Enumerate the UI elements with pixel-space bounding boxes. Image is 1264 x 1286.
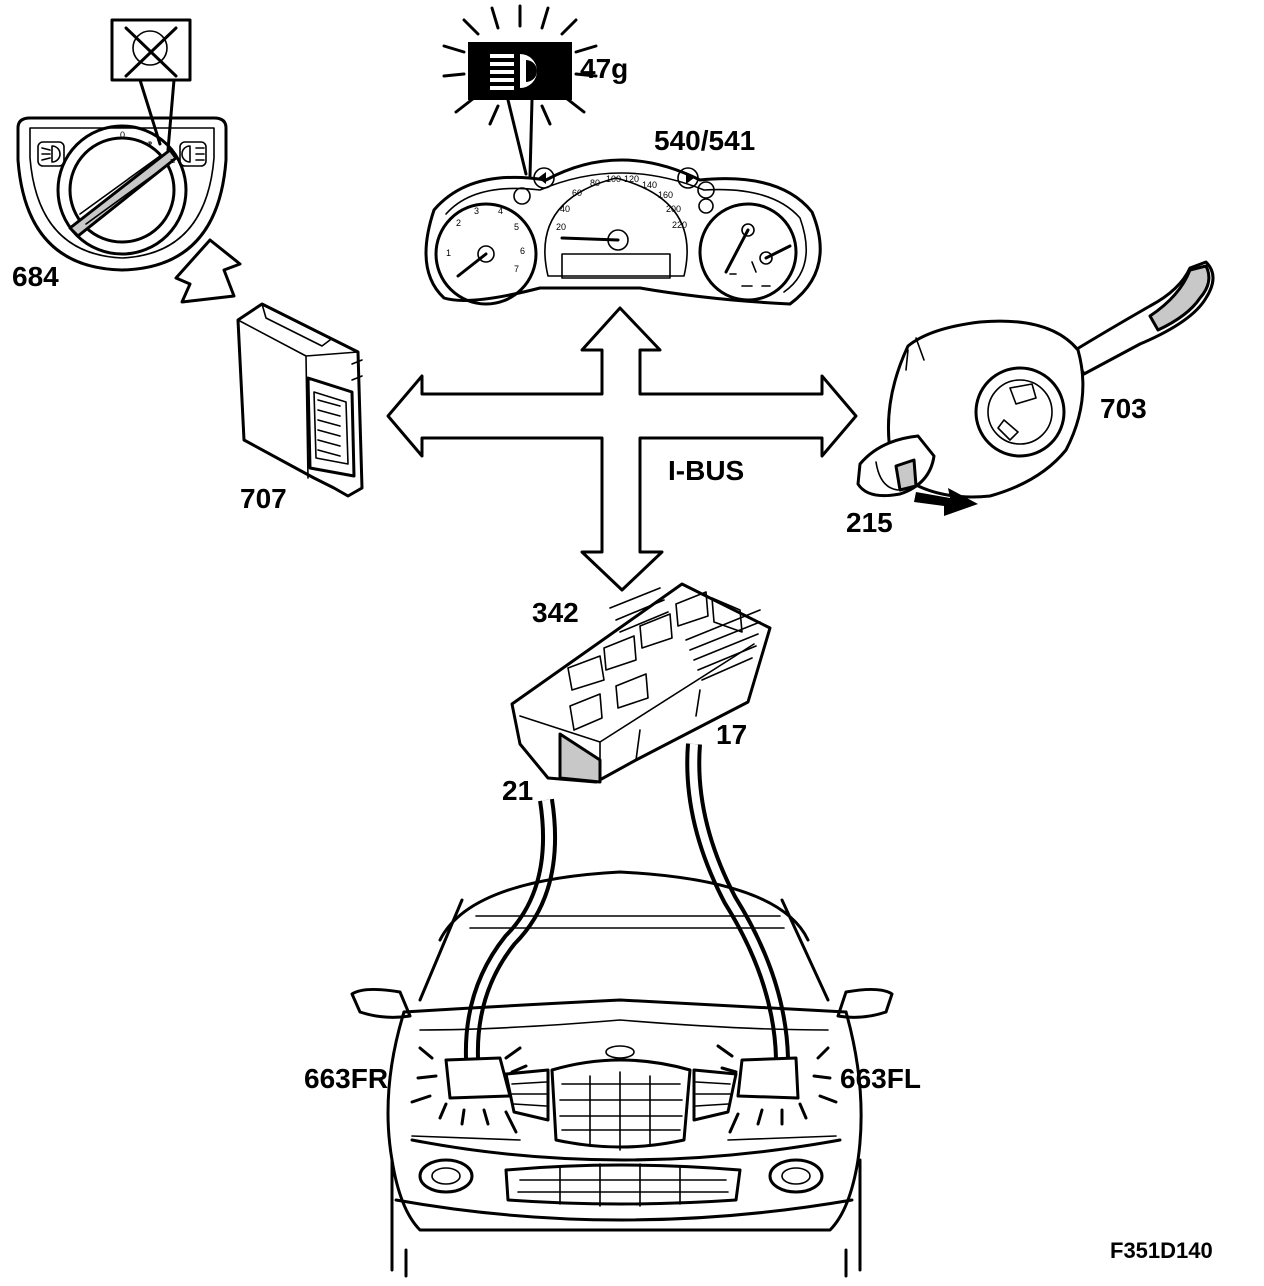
front-fog-lamp-left <box>768 1158 824 1194</box>
steering-column-stalk: 703 215 <box>846 260 1215 538</box>
svg-text:4: 4 <box>498 206 503 216</box>
label-684: 684 <box>12 261 59 292</box>
svg-text:140: 140 <box>642 180 657 190</box>
svg-text:1: 1 <box>446 248 451 258</box>
svg-text:160: 160 <box>658 190 673 200</box>
svg-text:200: 200 <box>666 204 681 214</box>
crossed-light-icon <box>110 18 192 152</box>
front-fog-lamp-right <box>418 1158 474 1194</box>
label-663fl: 663FL <box>840 1063 921 1094</box>
svg-text:40: 40 <box>560 204 570 214</box>
instrument-cluster: 1 2 3 4 5 6 7 20 40 60 80 100 120 140 16… <box>424 125 822 306</box>
svg-text:2: 2 <box>456 218 461 228</box>
svg-text:3: 3 <box>474 206 479 216</box>
svg-text:80: 80 <box>590 178 600 188</box>
svg-text:220: 220 <box>672 220 687 230</box>
car-front <box>350 870 894 1278</box>
svg-text:60: 60 <box>572 188 582 198</box>
label-707: 707 <box>240 483 287 514</box>
left-turn-icon <box>533 167 555 189</box>
label-47g: 47g <box>580 53 628 84</box>
rear-fog-light-small-icon <box>179 141 207 167</box>
control-module: 707 <box>236 302 364 514</box>
svg-text:⚭: ⚭ <box>146 138 154 148</box>
i-bus-label: I-BUS <box>668 455 744 486</box>
label-215: 215 <box>846 507 893 538</box>
right-turn-icon <box>677 167 699 189</box>
front-fog-light-icon <box>37 141 65 167</box>
label-540-541: 540/541 <box>654 125 755 156</box>
bidirectional-arrow-icon <box>386 306 858 592</box>
label-342: 342 <box>532 597 579 628</box>
switch-to-module-arrow <box>174 238 242 304</box>
svg-text:6: 6 <box>520 246 525 256</box>
headlamp-left: 663FL <box>716 1044 921 1134</box>
wire-to-right-lamp <box>463 798 558 1059</box>
svg-text:≡: ≡ <box>170 156 175 166</box>
rear-fog-light-icon: 47g <box>442 4 628 178</box>
svg-text:7: 7 <box>514 264 519 274</box>
light-switch-panel: 0 ⚭ ≡ 684 <box>12 116 228 292</box>
push-direction-arrow-icon <box>914 488 978 516</box>
svg-text:20: 20 <box>556 222 566 232</box>
wire-to-left-lamp <box>685 743 790 1059</box>
svg-text:0: 0 <box>120 130 125 140</box>
label-21: 21 <box>502 775 533 806</box>
svg-text:100: 100 <box>606 174 621 184</box>
svg-text:120: 120 <box>624 174 639 184</box>
label-17: 17 <box>716 719 747 750</box>
label-663fr: 663FR <box>304 1063 388 1094</box>
headlamp-right: 663FR <box>304 1046 528 1134</box>
figure-reference: F351D140 <box>1110 1238 1213 1263</box>
label-703: 703 <box>1100 393 1147 424</box>
svg-text:5: 5 <box>514 222 519 232</box>
fuse-relay-box: 342 17 21 <box>502 582 772 806</box>
